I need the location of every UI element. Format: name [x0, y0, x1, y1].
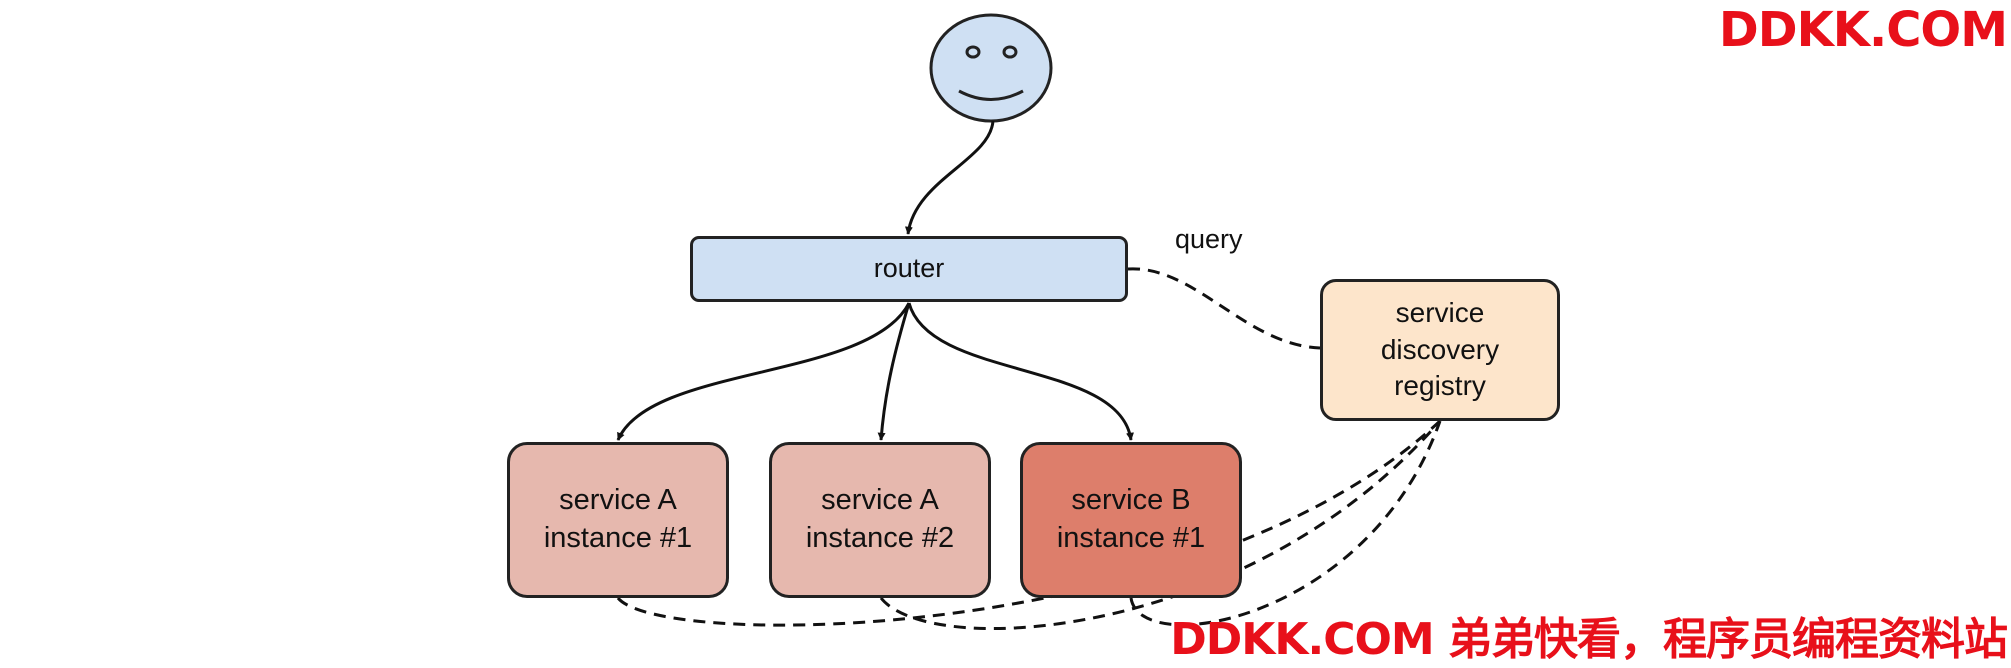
- service-a-instance-1-node: service A instance #1: [507, 442, 729, 598]
- service-instance: instance #1: [543, 522, 693, 554]
- client-to-router-arrow: [904, 120, 995, 235]
- client-mouth: [958, 89, 1024, 101]
- service-name: service A: [821, 484, 939, 517]
- router-registry-query-link: [1127, 267, 1321, 350]
- service-name: service B: [1071, 484, 1191, 517]
- service-a1-registry-link: [616, 419, 1442, 627]
- registry-label-line2: discovery: [1380, 333, 1500, 365]
- router-to-service-a2-arrow: [877, 302, 911, 441]
- smiley-face-icon: [929, 13, 1053, 123]
- service-b-instance-1-node: service B instance #1: [1020, 442, 1242, 598]
- service-instance: instance #1: [1056, 522, 1206, 554]
- service-a-instance-2-node: service A instance #2: [769, 442, 991, 598]
- registry-label-line3: registry: [1394, 370, 1486, 402]
- client-face: [929, 13, 1053, 123]
- client-left-eye: [965, 45, 981, 59]
- service-name: service A: [559, 484, 677, 517]
- router-to-service-a1-arrow: [616, 302, 911, 441]
- watermark-bottom: DDKK.COM 弟弟快看，程序员编程资料站: [1170, 614, 2008, 665]
- service-b1-registry-link: [1129, 420, 1442, 627]
- query-label: query: [1175, 224, 1243, 254]
- router-node: router: [690, 236, 1128, 302]
- service-a2-registry-link: [879, 420, 1442, 630]
- router-label: router: [873, 253, 945, 284]
- registry-label-line1: service: [1395, 297, 1485, 329]
- service-discovery-registry-node: service discovery registry: [1320, 279, 1560, 421]
- service-instance: instance #2: [805, 522, 955, 554]
- client-right-eye: [1002, 45, 1018, 59]
- router-to-service-b1-arrow: [907, 302, 1134, 441]
- watermark-top: DDKK.COM: [1718, 2, 2008, 58]
